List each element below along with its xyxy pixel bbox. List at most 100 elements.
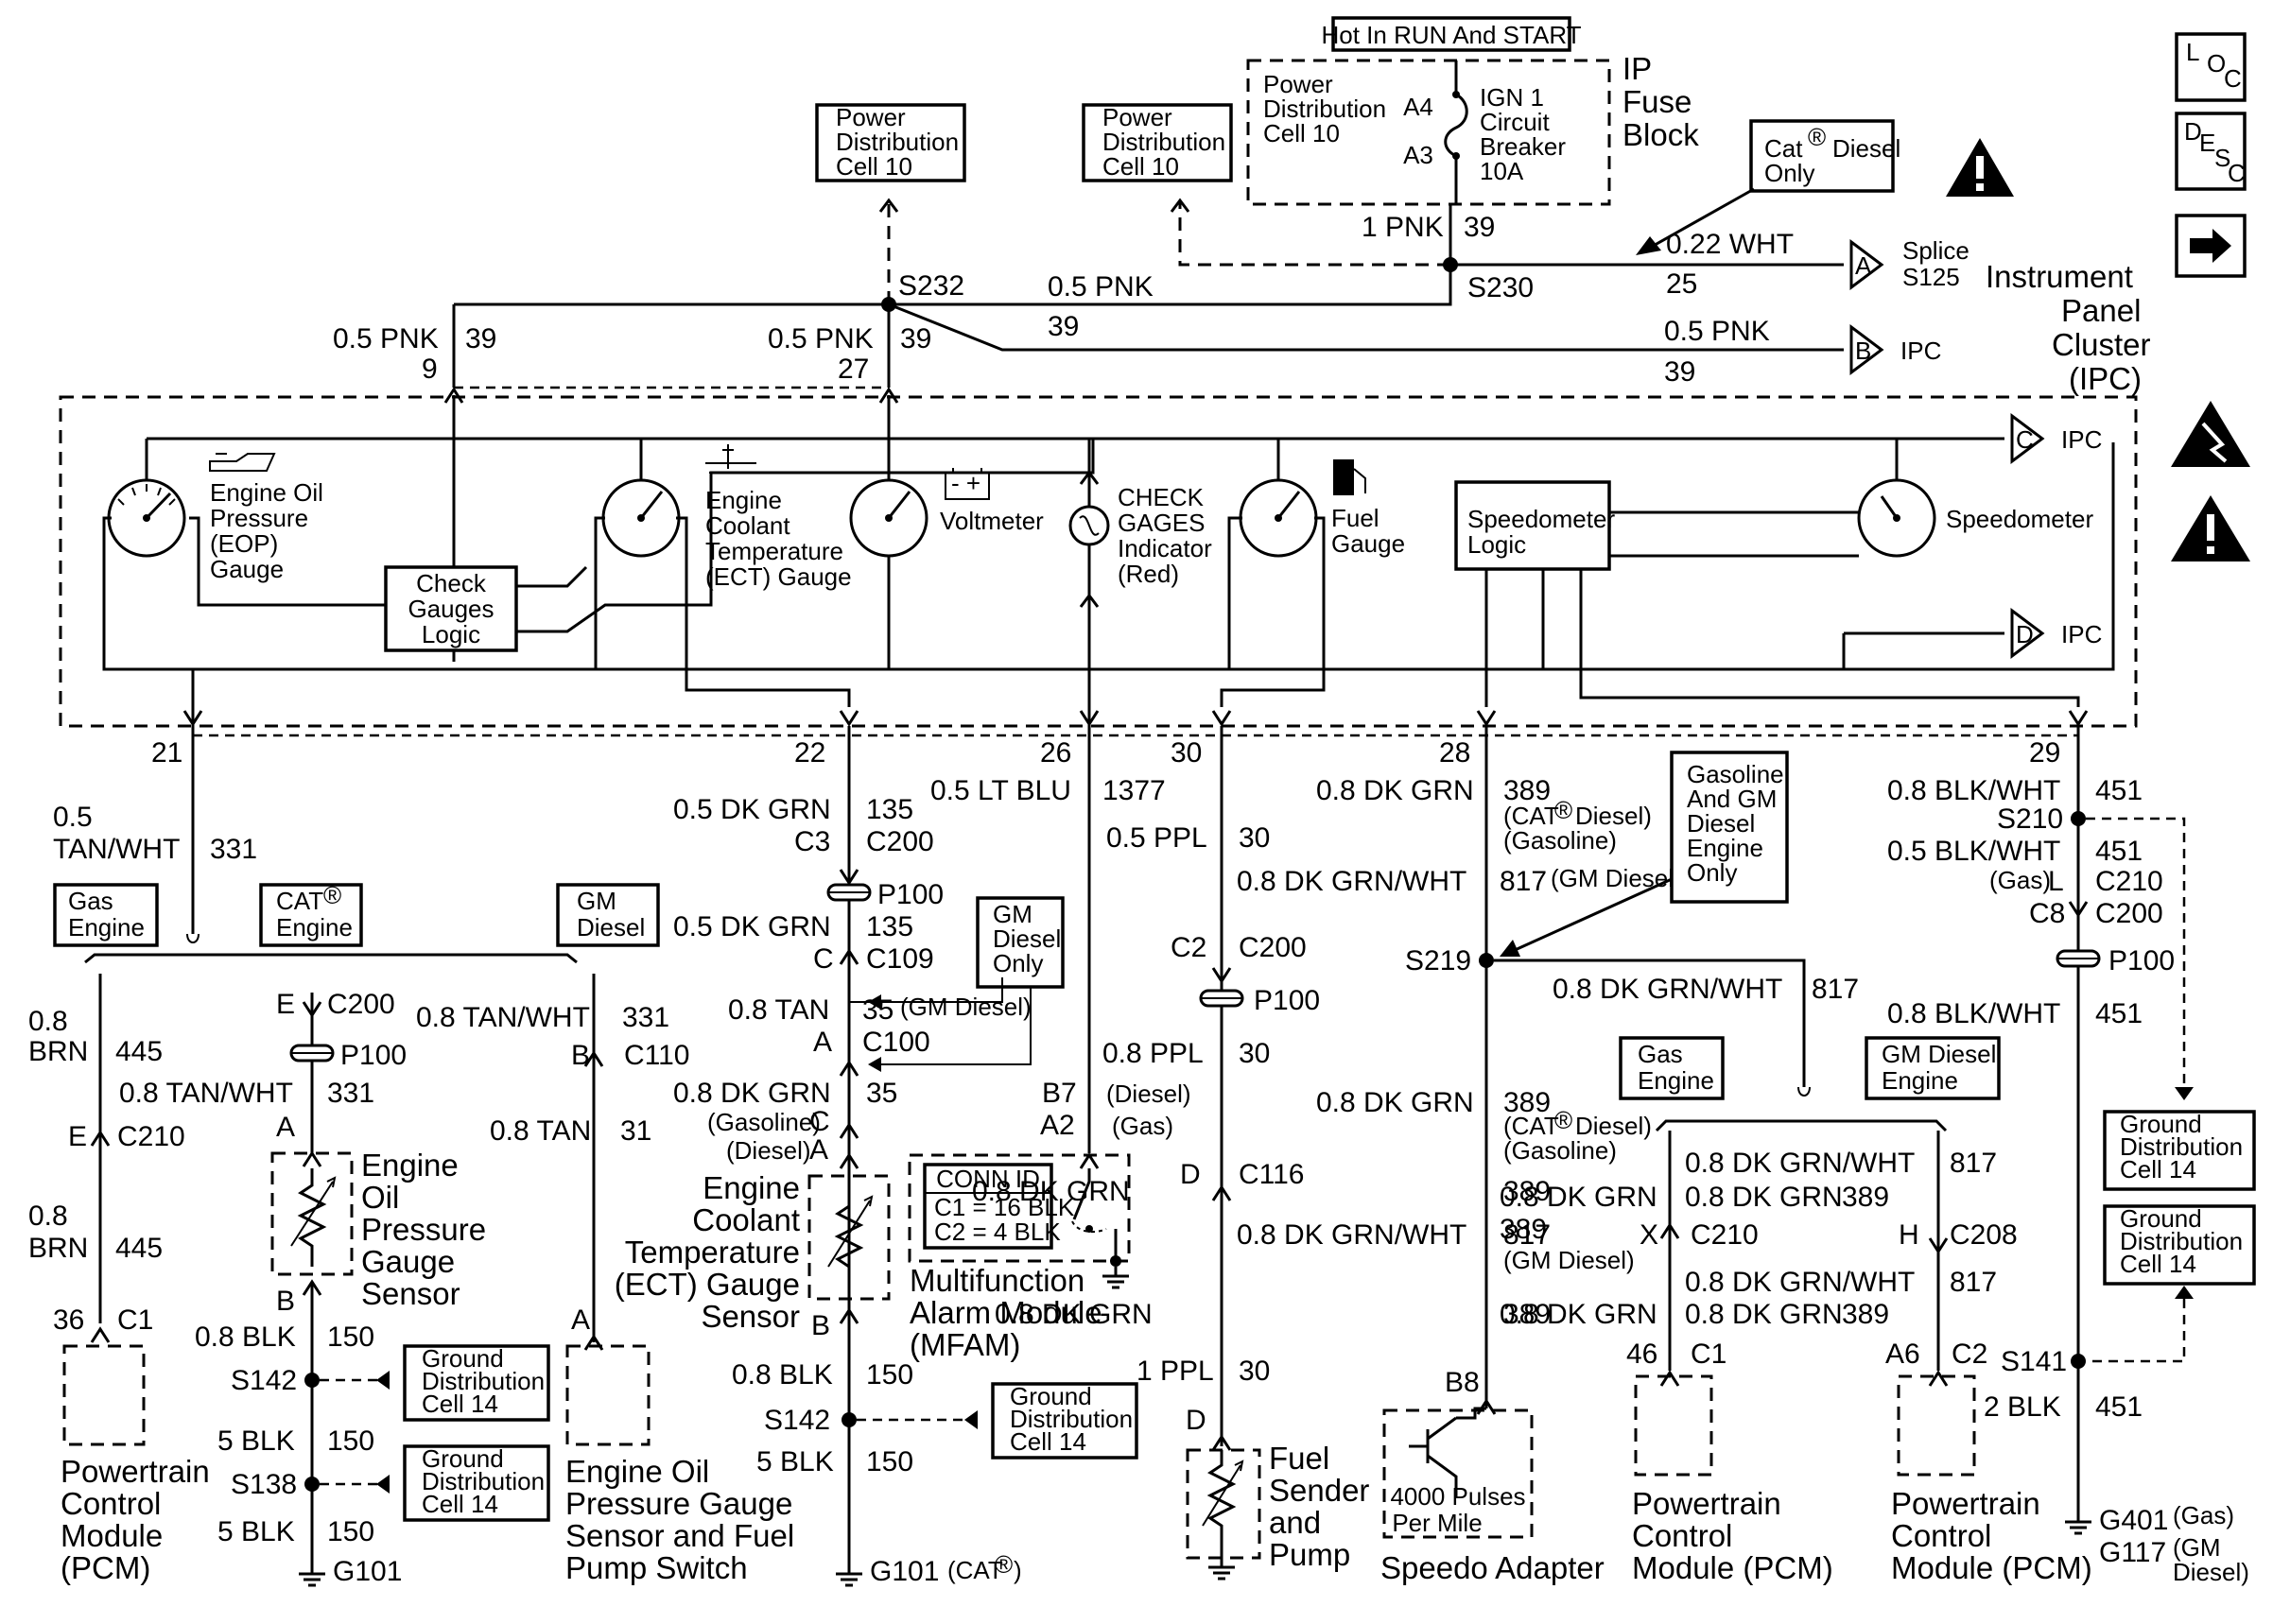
gas-engine-box-b: Gas Engine [1619, 1036, 1725, 1100]
svg-text:9: 9 [422, 354, 438, 385]
svg-text:Only: Only [1764, 159, 1814, 187]
svg-text:C200: C200 [866, 826, 934, 857]
svg-text:0.8 DK GRN/WHT: 0.8 DK GRN/WHT [1685, 1267, 1915, 1298]
svg-text:S210: S210 [1997, 803, 2063, 835]
svg-text:Gauge: Gauge [1331, 529, 1405, 558]
svg-text:Pressure: Pressure [361, 1212, 486, 1247]
ground-g101-a-icon [297, 1563, 327, 1587]
svg-text:0.8 DK GRN/WHT: 0.8 DK GRN/WHT [1685, 1148, 1915, 1179]
svg-text:27: 27 [838, 354, 869, 385]
svg-text:S: S [2214, 144, 2230, 172]
svg-text:Gauges: Gauges [408, 595, 494, 623]
svg-text:0.8 TAN/WHT: 0.8 TAN/WHT [416, 1002, 590, 1033]
svg-text:(Gasoline): (Gasoline) [1503, 826, 1617, 855]
description-button[interactable]: D E S C [2175, 112, 2247, 191]
svg-text:0.5 DK GRN: 0.5 DK GRN [673, 794, 831, 825]
pcm-c-outline [1897, 1374, 1976, 1477]
svg-text:Cell 10: Cell 10 [1102, 152, 1179, 181]
breaker-2: Circuit [1480, 108, 1550, 136]
svg-text:150: 150 [866, 1359, 913, 1391]
svg-text:(CAT: (CAT [1503, 1112, 1559, 1140]
svg-text:0.8 DK GRN/WHT: 0.8 DK GRN/WHT [1553, 974, 1782, 1005]
svg-text:CONN ID: CONN ID [936, 1165, 1040, 1193]
svg-text:150: 150 [327, 1516, 374, 1547]
ipc-cluster-outline [59, 395, 2138, 728]
svg-text:817: 817 [1812, 974, 1859, 1005]
svg-text:0.8 BLK/WHT: 0.8 BLK/WHT [1887, 775, 2060, 806]
svg-text:Splice: Splice [1902, 236, 1969, 265]
svg-text:Indicator: Indicator [1118, 534, 1212, 562]
svg-text:G101: G101 [333, 1556, 402, 1587]
svg-text:C208: C208 [1950, 1219, 2018, 1251]
svg-text:A: A [571, 1304, 590, 1336]
svg-text:Cell 14: Cell 14 [2120, 1155, 2196, 1183]
mfam-ground-icon [1101, 1265, 1131, 1289]
svg-text:Temperature: Temperature [705, 537, 843, 565]
svg-text:Distribution: Distribution [1102, 128, 1225, 156]
svg-text:E: E [2199, 129, 2215, 157]
svg-text:0.8 BLK: 0.8 BLK [195, 1322, 296, 1353]
svg-text:GAGES: GAGES [1118, 509, 1205, 537]
svg-text:451: 451 [2095, 998, 2143, 1029]
svg-text:0.5 LT BLU: 0.5 LT BLU [930, 775, 1071, 806]
svg-text:(Diesel): (Diesel) [1106, 1080, 1191, 1108]
svg-text:B8: B8 [1445, 1367, 1480, 1398]
voltmeter-gauge-icon [849, 478, 928, 558]
svg-text:®: ® [995, 1550, 1013, 1579]
svg-text:E: E [68, 1121, 87, 1152]
svg-text:29: 29 [2029, 737, 2060, 769]
speedo-adapter-outline [1382, 1408, 1534, 1539]
svg-text:Diesel: Diesel [1687, 809, 1755, 838]
svg-text:30: 30 [1171, 737, 1202, 769]
svg-text:39: 39 [1464, 212, 1495, 243]
svg-text:Temperature: Temperature [625, 1235, 800, 1270]
splice-s141 [2071, 1354, 2086, 1369]
eop-switch-outline [565, 1344, 651, 1446]
fuse-block-label-3: Block [1622, 117, 1699, 152]
svg-text:0.8 TAN/WHT: 0.8 TAN/WHT [119, 1078, 293, 1109]
svg-text:S142: S142 [231, 1365, 297, 1396]
svg-text:Module (PCM): Module (PCM) [1891, 1550, 2092, 1585]
svg-text:30: 30 [1239, 822, 1270, 854]
svg-text:46: 46 [1626, 1339, 1657, 1370]
next-arrow-button[interactable] [2175, 214, 2247, 278]
fuel-pump-icon [1333, 459, 1366, 495]
hot-in-label: Hot In RUN And START [1321, 21, 1581, 49]
svg-text:Cell 14: Cell 14 [2120, 1250, 2196, 1278]
circuit-389f: 389 [1842, 1299, 1889, 1330]
mfam-switch-icon [1071, 1168, 1121, 1267]
svg-text:0.8: 0.8 [28, 1201, 68, 1232]
svg-text:Control: Control [1632, 1518, 1732, 1553]
svg-text:0.8 DK GRN: 0.8 DK GRN [1685, 1182, 1843, 1213]
pdc-fuse-3: Cell 10 [1263, 119, 1340, 147]
warning-triangle-icon [2171, 495, 2250, 561]
svg-text:445: 445 [115, 1233, 163, 1264]
svg-text:Only: Only [993, 949, 1043, 977]
svg-text:Engine: Engine [703, 1170, 800, 1205]
svg-text:Engine Oil: Engine Oil [565, 1454, 709, 1489]
check-gages-lamp-icon [1068, 505, 1110, 546]
svg-text:P100: P100 [2108, 945, 2175, 976]
svg-text:D: D [1180, 1159, 1201, 1190]
svg-text:389: 389 [1503, 775, 1551, 806]
next-arrow-icon [2190, 229, 2231, 263]
svg-text:0.8 DK GRN/WHT: 0.8 DK GRN/WHT [1237, 866, 1466, 897]
location-button[interactable]: L O C [2175, 32, 2247, 102]
svg-text:Engine: Engine [276, 913, 353, 942]
fuel-sender-outline [1186, 1448, 1261, 1560]
svg-text:C210: C210 [2095, 866, 2163, 897]
eop-sensor-resistor-icon [290, 1168, 337, 1267]
svg-text:Distribution: Distribution [1010, 1405, 1133, 1433]
svg-text:C200: C200 [1239, 932, 1307, 963]
svg-text:0.8 BLK: 0.8 BLK [732, 1359, 833, 1391]
connector-c-triangle [2010, 413, 2045, 464]
pcm-left-outline [62, 1344, 146, 1446]
pin-a4: A4 [1403, 93, 1433, 121]
ect-sensor-outline [807, 1174, 891, 1301]
svg-text:Power: Power [836, 103, 906, 131]
svg-text:Engine Oil: Engine Oil [210, 478, 323, 507]
svg-text:Ground: Ground [2120, 1110, 2202, 1138]
coolant-temp-icon [705, 444, 756, 474]
svg-text:5 BLK: 5 BLK [217, 1425, 295, 1457]
svg-text:C2: C2 [1952, 1339, 1987, 1370]
